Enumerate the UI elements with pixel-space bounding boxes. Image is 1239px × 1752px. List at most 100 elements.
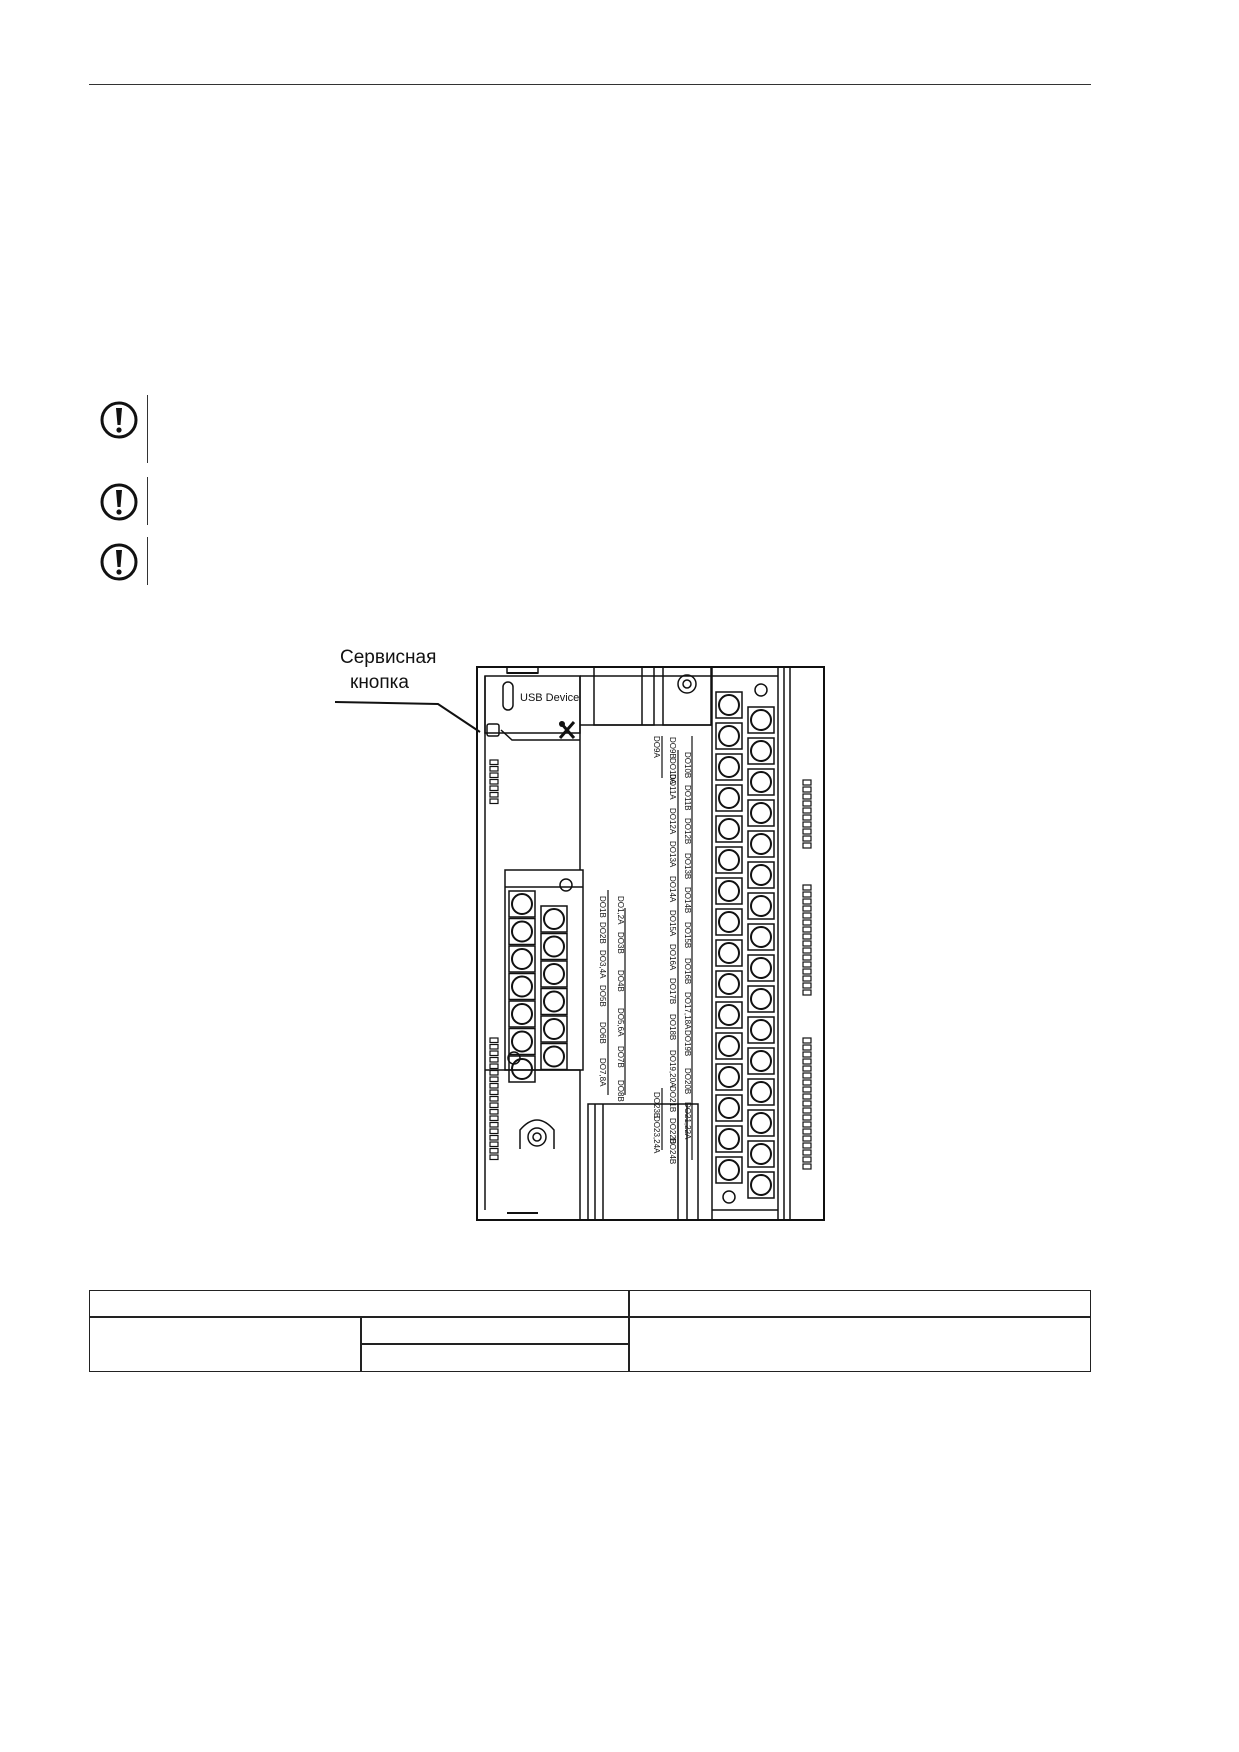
terminal-label: DO15A [668, 910, 677, 937]
terminal-screw [715, 1032, 743, 1060]
table-header-cell-1 [89, 1290, 630, 1318]
vent-slot [802, 940, 812, 947]
terminal-screw [540, 932, 568, 961]
terminal-label: DO13B [683, 853, 692, 879]
terminal-label: DO18B [668, 1014, 677, 1040]
terminal-screw [715, 846, 743, 874]
vent-slot [802, 793, 812, 800]
terminal-label: DO10B [683, 752, 692, 778]
vent-slot [802, 814, 812, 821]
vent-slot [802, 807, 812, 814]
terminal-label: DO16B [683, 958, 692, 984]
vent-slot [802, 1107, 812, 1114]
terminal-label: DO3,4A [598, 950, 607, 979]
terminal-screw [747, 830, 775, 858]
vent-slot [802, 926, 812, 933]
vent-slot [802, 786, 812, 793]
vent-slot [802, 1037, 812, 1044]
vent-slot [802, 1086, 812, 1093]
vent-slot [802, 968, 812, 975]
terminal-screw [508, 917, 536, 946]
vent-slot [802, 1156, 812, 1163]
vent-slot [489, 1128, 499, 1135]
terminal-label: DO6B [598, 1022, 607, 1044]
terminal-label: DO24B [668, 1138, 677, 1164]
vent-slot [802, 912, 812, 919]
terminal-screw [747, 799, 775, 827]
vent-slot [802, 779, 812, 786]
table-header-cell-2 [628, 1290, 1091, 1318]
vent-slot [489, 1108, 499, 1115]
right-terminal-block [711, 666, 779, 1221]
vent-slots-left-bottom [489, 1037, 499, 1161]
vent-slot [802, 947, 812, 954]
vent-slot [802, 982, 812, 989]
terminal-screw [715, 815, 743, 843]
vent-slot [489, 759, 499, 766]
terminal-label: DO19,20A [668, 1050, 677, 1088]
terminal-screw [747, 985, 775, 1013]
terminal-label: DO9A [652, 736, 661, 758]
vent-slot [489, 1141, 499, 1148]
vent-slot [802, 1163, 812, 1170]
terminal-screw [747, 737, 775, 765]
vent-slot [489, 1147, 499, 1154]
vent-slot [489, 765, 499, 772]
terminal-label: DO8B [616, 1080, 625, 1102]
table-subcell-1 [360, 1316, 630, 1345]
terminal-label: DO21,22A [683, 1102, 692, 1140]
vent-slot [489, 791, 499, 798]
vent-slot [489, 1121, 499, 1128]
terminal-screw [747, 892, 775, 920]
terminal-screw [508, 972, 536, 1001]
terminal-label: DO11A [668, 774, 677, 800]
vent-slot [802, 898, 812, 905]
service-button[interactable] [486, 723, 500, 737]
vent-slot [489, 1102, 499, 1109]
note-1 [97, 398, 157, 442]
usb-device-label: USB Device [520, 692, 579, 704]
terminal-screw [508, 1055, 536, 1083]
terminal-screw [508, 1027, 536, 1056]
terminal-label: DO14B [683, 887, 692, 913]
table-row-label-cell [89, 1316, 362, 1372]
terminal-label: DO11B [683, 785, 692, 811]
bottom-connector [587, 1103, 699, 1221]
terminal-screw [540, 987, 568, 1016]
terminal-label: DO1,2A [616, 896, 625, 925]
terminal-screw [747, 861, 775, 889]
terminal-screw [715, 1001, 743, 1029]
terminal-label: DO7B [616, 1046, 625, 1068]
vent-slot [802, 1135, 812, 1142]
note-3-divider [147, 537, 148, 585]
right-terminal-screws [715, 691, 775, 1199]
vent-slot [489, 798, 499, 805]
terminal-label: DO12A [668, 808, 677, 835]
vent-slot [802, 989, 812, 996]
parameter-table [89, 1290, 1091, 1372]
vent-slot [802, 835, 812, 842]
vent-slot [802, 954, 812, 961]
warning-exclamation-icon [100, 543, 138, 581]
mounting-hole-top [677, 674, 697, 694]
vent-slot [489, 1056, 499, 1063]
vent-slot [489, 772, 499, 779]
vent-slot [802, 933, 812, 940]
terminal-label: DO3B [616, 932, 625, 954]
terminal-label: DO12B [683, 818, 692, 844]
terminal-label: DO16A [668, 944, 677, 971]
terminal-screw [540, 1042, 568, 1071]
terminal-label: DO19B [683, 1030, 692, 1056]
terminal-label: DO5B [598, 985, 607, 1007]
terminal-label: DO20B [683, 1068, 692, 1094]
vent-slot [489, 778, 499, 785]
terminal-label: DO15B [683, 922, 692, 948]
callout-leader-line [334, 701, 481, 733]
vent-slot [802, 1058, 812, 1065]
callout-label-line1: Сервисная [340, 647, 436, 668]
note-2-divider [147, 477, 148, 525]
header-rule [89, 84, 1091, 85]
din-rail-clip [789, 666, 825, 1221]
terminal-screw [715, 691, 743, 719]
